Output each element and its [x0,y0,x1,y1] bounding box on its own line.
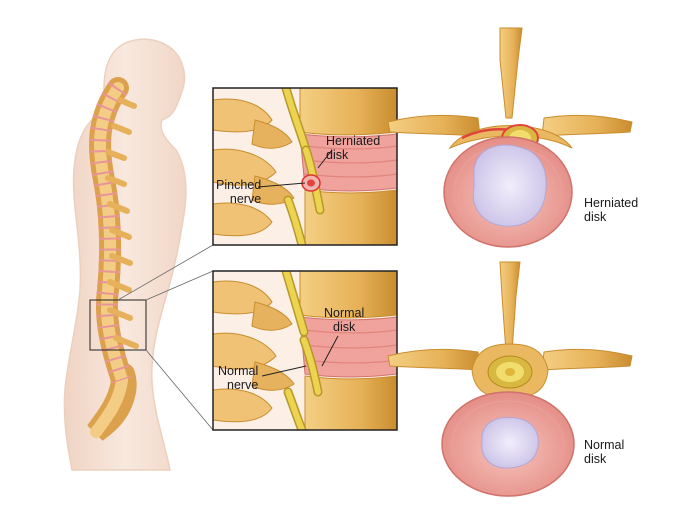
label-herniated-disk-inset: Herniated disk [326,134,381,162]
spinal-column [87,77,139,441]
normal-inset-frame [212,270,398,431]
label-herniated-disk-cross: Herniated disk [584,196,639,224]
normal-cross-section [387,261,633,497]
label-normal-disk-cross: Normal disk [584,438,625,466]
normal-inset [213,271,397,430]
label-normal-disk-inset: Normal disk [324,306,365,334]
herniated-inset-leaders [257,149,333,188]
herniated-inset [213,88,397,245]
label-normal-nerve: Normal nerve [218,364,259,392]
normal-inset-leaders [261,335,339,377]
label-pinched-nerve: Pinched nerve [216,178,262,206]
zoom-connector-lines [117,244,214,431]
herniated-cross-section [387,27,633,248]
herniated-inset-frame [212,87,398,246]
